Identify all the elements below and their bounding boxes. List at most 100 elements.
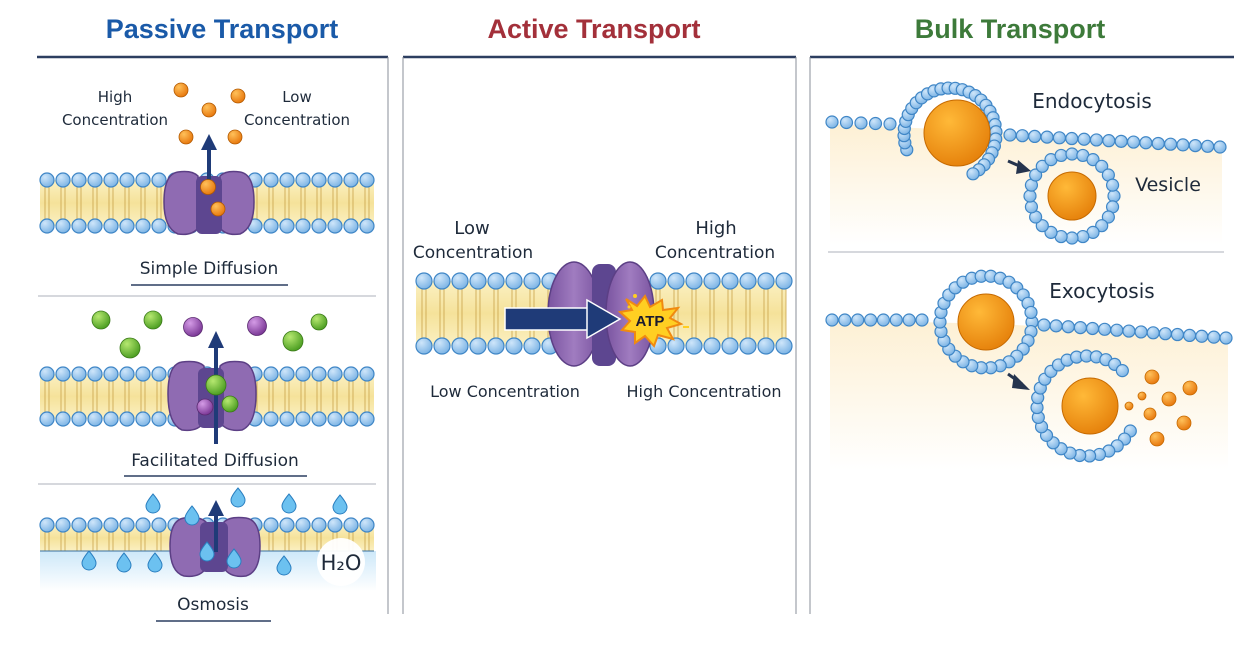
phospholipid-head <box>1201 139 1215 153</box>
phospholipid-head <box>359 517 375 533</box>
phospholipid-head <box>1040 130 1054 144</box>
phospholipid-head <box>295 218 311 234</box>
phospholipid-head <box>1098 322 1112 336</box>
phospholipid-head <box>1115 364 1129 378</box>
phospholipid-head <box>451 272 469 290</box>
phospholipid-head <box>523 272 541 290</box>
phospholipid-head <box>1114 134 1128 148</box>
water-droplet <box>230 487 246 508</box>
phospholipid-head <box>135 517 151 533</box>
phospholipid-head <box>915 313 929 327</box>
phospholipid-head <box>1095 159 1109 173</box>
phospholipid-head <box>295 172 311 188</box>
phospholipid-head <box>415 272 433 290</box>
phospholipid-head <box>1065 147 1079 161</box>
phospholipid-head <box>1126 135 1141 149</box>
phospholipid-head <box>966 167 980 181</box>
water-droplet <box>145 493 161 514</box>
phospholipid-head <box>55 366 71 382</box>
phospholipid-head <box>295 366 311 382</box>
phospholipid-head <box>359 218 375 234</box>
fusing-vesicle-membrane <box>933 269 1039 375</box>
phospholipid-head <box>1065 131 1079 146</box>
phospholipid-head <box>151 366 167 382</box>
phospholipid-head <box>103 218 119 234</box>
phospholipid-head <box>343 366 359 382</box>
phospholipid-head <box>469 272 487 290</box>
phospholipid-head <box>311 366 327 382</box>
phospholipid-head <box>1061 320 1075 334</box>
water-droplet <box>226 548 242 569</box>
phospholipid-head <box>343 517 359 533</box>
phospholipid-head <box>721 337 739 355</box>
released-molecule <box>1161 391 1177 407</box>
high-concentration-bottom-label: High Concentration <box>626 382 781 401</box>
phospholipid-head <box>119 517 135 533</box>
phospholipid-head <box>1052 131 1067 145</box>
water-droplet <box>81 550 97 571</box>
phospholipid-head <box>311 172 327 188</box>
released-molecule <box>1144 369 1160 385</box>
phospholipid-head <box>825 115 839 129</box>
phospholipid-head <box>1195 329 1209 343</box>
phospholipid-head <box>1176 138 1190 152</box>
released-molecule <box>1137 391 1147 401</box>
phospholipid-head <box>1085 321 1100 336</box>
phospholipid-head <box>103 366 119 382</box>
released-cargo <box>1061 377 1119 435</box>
phospholipid-head <box>119 172 135 188</box>
phospholipid-head <box>103 411 119 427</box>
phospholipid-head <box>135 411 151 427</box>
phospholipid-head <box>1023 189 1037 203</box>
low-concentration-bottom-label: Low Concentration <box>430 382 580 401</box>
phospholipid-head <box>263 218 279 234</box>
engulfed-particle <box>923 99 991 167</box>
phospholipid-head <box>1003 128 1017 142</box>
phospholipid-head <box>55 517 71 533</box>
plasma-membrane-right <box>1003 128 1227 154</box>
active-transport-arrow <box>504 298 622 340</box>
phospholipid-head <box>739 272 757 290</box>
phospholipid-head <box>851 313 865 327</box>
exocytosis-section: Exocytosis <box>825 269 1233 470</box>
phospholipid-head <box>1054 148 1068 163</box>
phospholipid-head <box>327 172 343 188</box>
phospholipid-head <box>1182 328 1197 342</box>
water-droplet <box>332 494 348 515</box>
invaginating-membrane <box>897 81 1003 181</box>
phospholipid-head <box>703 337 721 355</box>
exocytosis-label: Exocytosis <box>1049 279 1154 303</box>
phospholipid-head <box>343 411 359 427</box>
phospholipid-head <box>1110 323 1124 337</box>
phospholipid-head <box>359 172 375 188</box>
phospholipid-head <box>279 172 295 188</box>
high-concentration-label-2: Concentration <box>62 111 168 129</box>
phospholipid-head <box>883 117 897 131</box>
phospholipid-head <box>39 517 55 533</box>
phospholipid-head <box>87 172 103 188</box>
facilitated-diffusion-label: Facilitated Diffusion <box>131 451 299 471</box>
phospholipid-head <box>1024 200 1039 214</box>
secretory-cargo <box>957 293 1015 351</box>
phospholipid-head <box>739 337 757 355</box>
solute-molecules-orange <box>173 82 246 217</box>
low-concentration-top-label-2: Concentration <box>413 243 533 263</box>
phospholipid-head <box>1065 231 1079 245</box>
phospholipid-head <box>667 337 685 355</box>
phospholipid-head <box>311 411 327 427</box>
vesicle-label: Vesicle <box>1135 174 1201 196</box>
phospholipid-head <box>433 272 451 290</box>
phospholipid-head <box>863 313 878 327</box>
phospholipid-head <box>151 517 167 533</box>
water-droplet <box>147 552 163 573</box>
water-droplets <box>81 487 348 576</box>
phospholipid-head <box>263 172 279 188</box>
bulk-transport-title: Bulk Transport <box>915 14 1106 44</box>
phospholipid-head <box>295 411 311 427</box>
phospholipid-head <box>649 272 667 290</box>
phospholipid-head <box>279 218 295 234</box>
phospholipid-head <box>39 218 55 234</box>
phospholipid-head <box>868 116 883 131</box>
phospholipid-head <box>279 411 295 427</box>
